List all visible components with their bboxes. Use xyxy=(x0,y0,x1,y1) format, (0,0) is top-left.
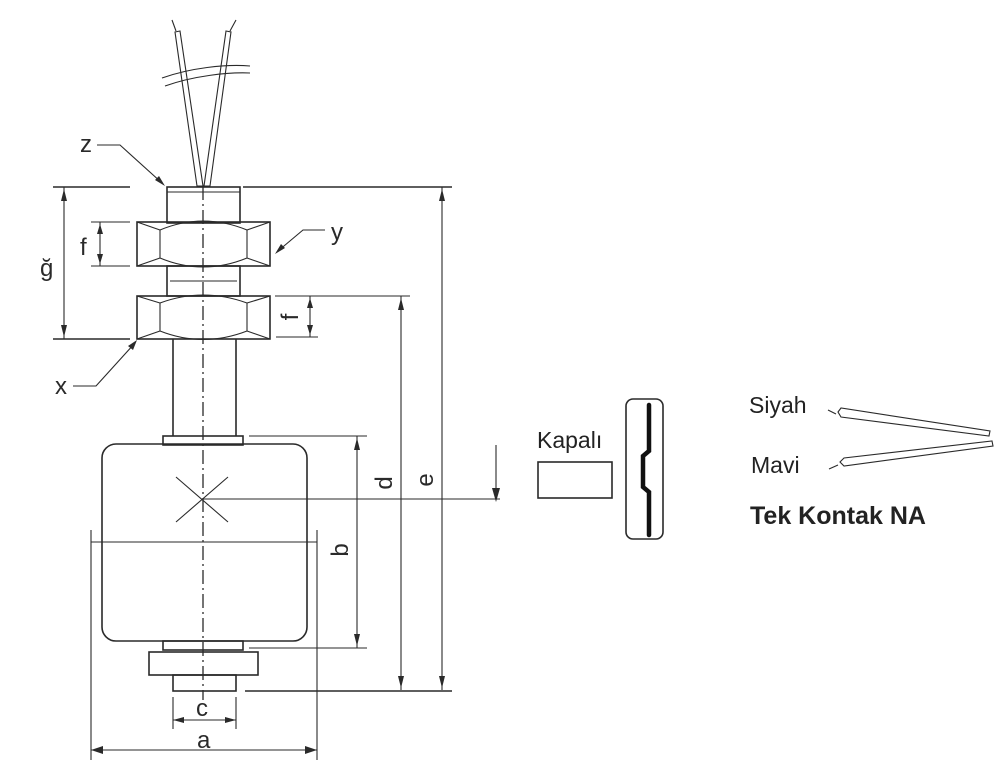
label-d: d xyxy=(371,476,398,489)
dimension-b xyxy=(249,435,367,649)
label-c: c xyxy=(196,695,208,722)
label-a: a xyxy=(197,727,211,754)
contact-type-title: Tek Kontak NA xyxy=(750,502,926,530)
reed-contact-symbol xyxy=(625,398,664,540)
liquid-level-line xyxy=(90,530,318,760)
wire-legend-lines xyxy=(827,407,994,470)
label-f-bottom: f xyxy=(277,313,304,320)
label-g: ğ xyxy=(40,255,53,282)
label-x: x xyxy=(55,373,67,400)
switch-state-label: Kapalı xyxy=(537,427,602,453)
dimension-c xyxy=(172,697,237,729)
dimension-e xyxy=(53,186,452,692)
label-y: y xyxy=(331,219,343,246)
switch-point-line xyxy=(203,445,500,502)
label-z: z xyxy=(80,131,92,158)
label-b: b xyxy=(327,543,354,556)
wire-label-black: Siyah xyxy=(749,392,807,418)
dimension-a xyxy=(91,746,317,754)
leader-x xyxy=(73,340,137,387)
leader-y xyxy=(275,229,325,254)
dimension-g xyxy=(53,187,130,340)
dimension-d xyxy=(275,295,410,690)
wire-label-blue: Mavi xyxy=(751,452,800,478)
leader-z xyxy=(97,144,165,186)
dimension-f-top xyxy=(91,221,130,267)
label-e: e xyxy=(412,473,439,486)
label-f-top: f xyxy=(80,234,87,261)
dimension-f-bottom xyxy=(276,296,318,338)
state-box xyxy=(537,461,613,499)
cable-wires xyxy=(161,19,251,187)
